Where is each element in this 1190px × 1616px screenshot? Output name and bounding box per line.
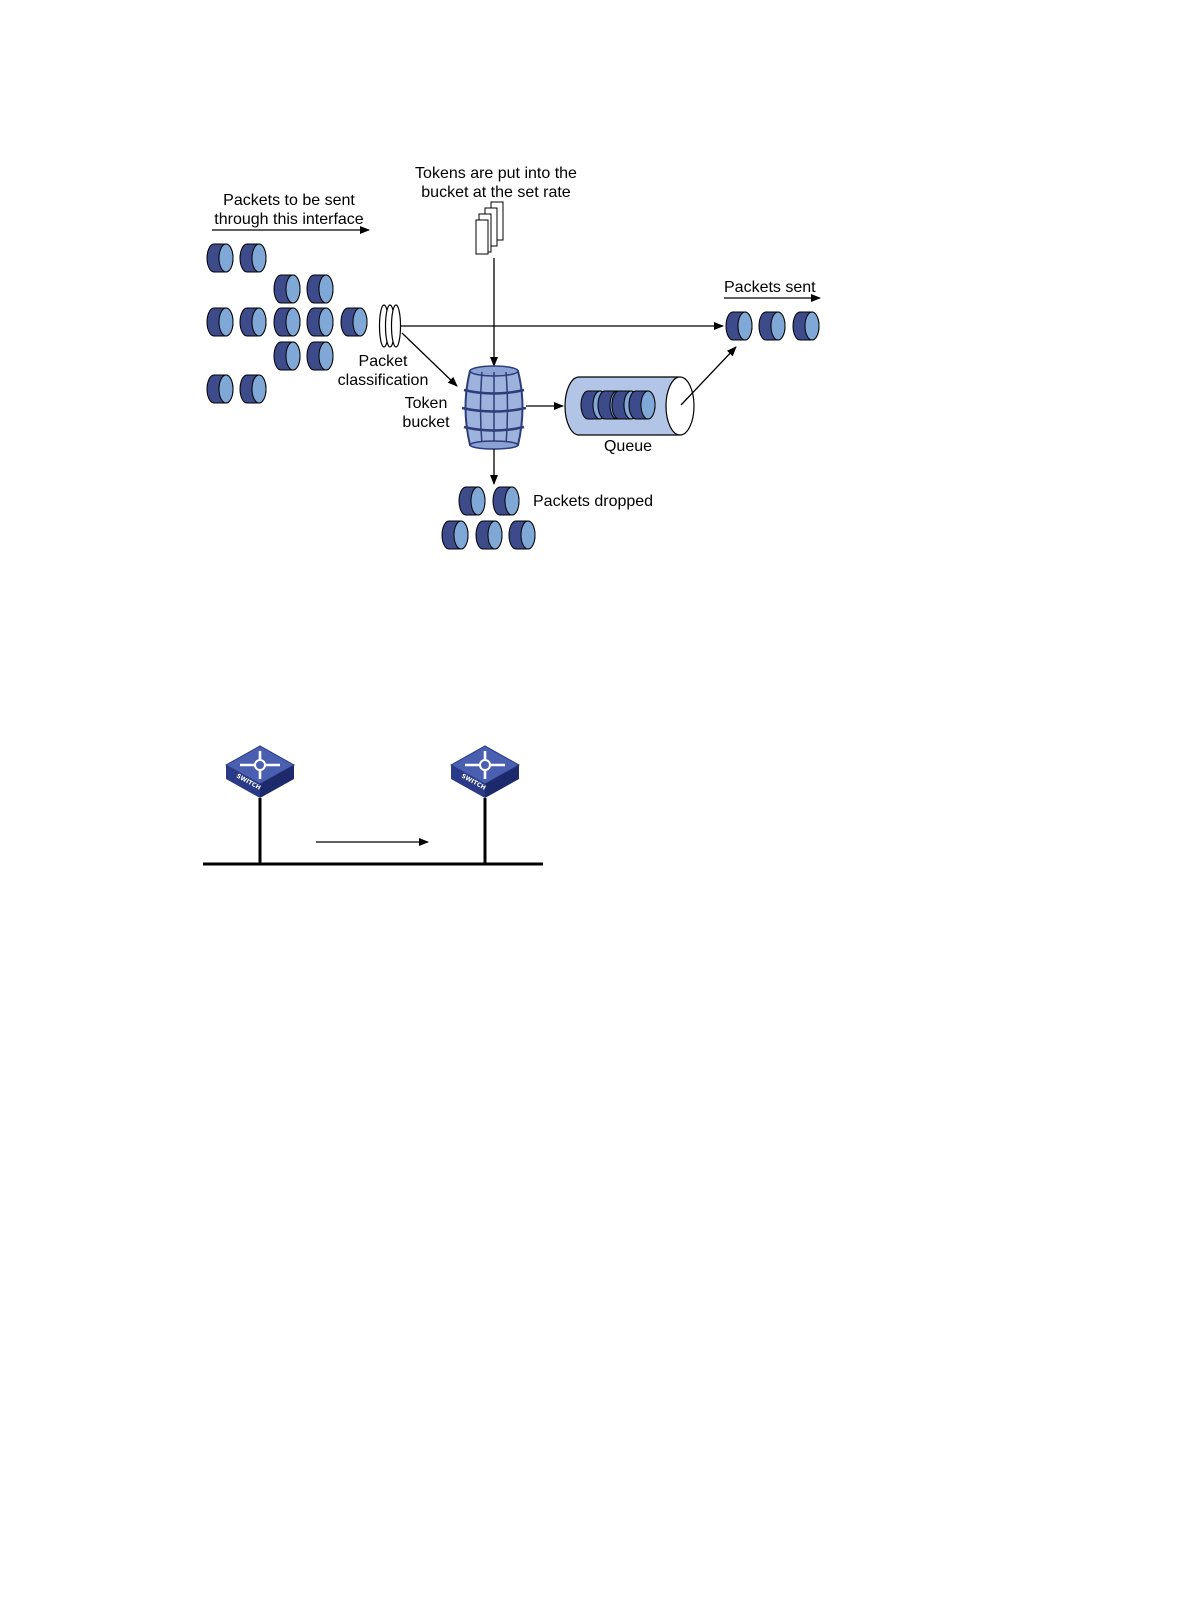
packet-icon <box>307 308 333 336</box>
tokens-label-line1: Tokens are put into the <box>415 165 577 182</box>
switch-icon: SWITCH <box>226 746 294 798</box>
packet-icon <box>493 487 519 515</box>
packet-icon <box>459 487 485 515</box>
token-bucket-diagram: Packets to be sent through this interfac… <box>207 165 820 549</box>
token-bucket-label-line1: Token <box>405 395 448 412</box>
packet-icon <box>240 375 266 403</box>
sent-packets <box>726 312 819 340</box>
packet-icon <box>207 244 233 272</box>
queue-opening <box>666 377 694 435</box>
packet-icon <box>442 521 468 549</box>
packet-icon <box>726 312 752 340</box>
packet-icon <box>341 308 367 336</box>
token-icon <box>476 202 503 254</box>
token-bucket-label-line2: bucket <box>402 414 450 431</box>
classification-label-line2: classification <box>338 372 429 389</box>
packet-icon <box>274 275 300 303</box>
packet-icon <box>759 312 785 340</box>
packet-icon <box>207 308 233 336</box>
classifier-icon <box>380 305 401 347</box>
queue-label: Queue <box>604 438 652 455</box>
queued-packets <box>581 391 655 419</box>
packet-icon <box>274 308 300 336</box>
packet-icon <box>207 375 233 403</box>
queue-to-sent-arrow <box>681 347 736 405</box>
packet-icon <box>240 244 266 272</box>
packet-icon <box>240 308 266 336</box>
network-topology: SWITCH SWITCH <box>203 746 543 864</box>
packet-icon <box>476 521 502 549</box>
packet-icon <box>509 521 535 549</box>
token-bucket-icon <box>462 366 526 449</box>
packet-icon <box>793 312 819 340</box>
packets-sent-label: Packets sent <box>724 279 816 296</box>
dropped-packets <box>442 487 535 549</box>
packets-to-send-label-line1: Packets to be sent <box>223 192 355 209</box>
packet-icon <box>274 342 300 370</box>
tokens-label-line2: bucket at the set rate <box>421 184 571 201</box>
packet-icon <box>307 275 333 303</box>
packet-icon <box>629 391 655 419</box>
packet-icon <box>307 342 333 370</box>
classification-label-line1: Packet <box>359 353 408 370</box>
switch-icon: SWITCH <box>451 746 519 798</box>
packets-dropped-label: Packets dropped <box>533 493 653 510</box>
packets-to-send-label-line2: through this interface <box>214 211 364 228</box>
